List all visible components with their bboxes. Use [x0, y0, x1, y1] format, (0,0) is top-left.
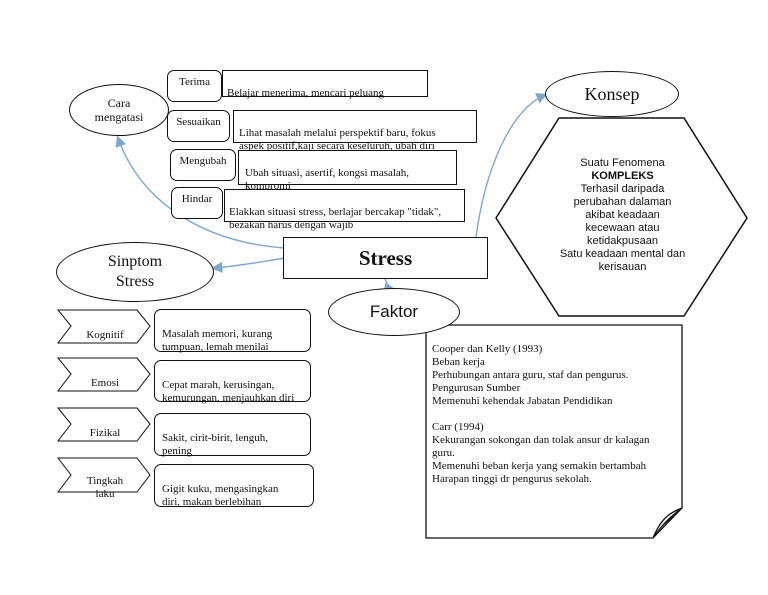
cara-desc-terima: Belajar menerima, mencari peluang: [222, 70, 428, 99]
hexagon-shape: [495, 117, 748, 317]
stress-box: Stress: [283, 237, 488, 279]
konsep-line1: Suatu Fenomena: [580, 157, 665, 169]
chevron-shape: [56, 309, 151, 344]
folded-note-shape: [425, 324, 683, 539]
sinptom-label-tingkah-laku: Tingkah laku: [86, 475, 124, 500]
faktor-ellipse: Faktor: [328, 288, 460, 336]
cara-label-terima: Terima: [167, 70, 222, 102]
sinptom-label-fizikal: Fizikal: [89, 427, 121, 439]
stress-title: Stress: [358, 245, 413, 270]
faktor-item: Perhubungan antara guru, staf dan pengur…: [432, 369, 629, 381]
sinptom-desc-emosi: Cepat marah, kerusingan, kemurungan, men…: [154, 360, 311, 404]
faktor-content: Cooper dan Kelly (1993) Beban kerja Perh…: [432, 343, 677, 486]
sinptom-stress-title: Sinptom Stress: [107, 253, 163, 290]
chevron-shape: [56, 357, 151, 392]
konsep-ellipse: Konsep: [545, 71, 679, 117]
cara-desc-sesuaikan: Lihat masalah melalui perspektif baru, f…: [233, 110, 477, 152]
cara-desc-hindar: Elakkan situasi stress, berlajar bercaka…: [224, 189, 465, 231]
cara-mengatasi-ellipse: Cara mengatasi: [69, 84, 169, 136]
arrow-connector: [475, 93, 548, 238]
cara-label-sesuaikan: Sesuaikan: [167, 110, 230, 142]
konsep-bold: KOMPLEKS: [591, 170, 654, 182]
faktor-item: Harapan tinggi dr pengurus sekolah.: [432, 473, 592, 485]
faktor-item: Memenuhi beban kerja yang semakin bertam…: [432, 460, 647, 472]
faktor-source-1: Cooper dan Kelly (1993): [432, 343, 543, 355]
sinptom-desc-fizikal: Sakit, cirit-birit, lenguh, pening: [154, 413, 311, 457]
arrow-connector: [211, 257, 286, 273]
konsep-text: Suatu Fenomena KOMPLEKS Terhasil daripad…: [540, 157, 705, 274]
faktor-item: Memenuhi kehendak Jabatan Pendidikan: [432, 395, 613, 407]
sinptom-stress-ellipse: Sinptom Stress: [56, 242, 214, 302]
faktor-source-2: Carr (1994): [432, 421, 484, 433]
faktor-title: Faktor: [369, 302, 419, 321]
cara-mengatasi-title: Cara mengatasi: [94, 96, 144, 124]
cara-desc-mengubah: Ubah situasi, asertif, kongsi masalah, k…: [238, 150, 457, 192]
faktor-item: Kekurangan sokongan dan tolak ansur dr k…: [432, 434, 650, 459]
chevron-shape: [56, 457, 151, 493]
cara-label-hindar: Hindar: [171, 187, 223, 219]
sinptom-label-emosi: Emosi: [90, 377, 120, 389]
sinptom-desc-tingkah-laku: Gigit kuku, mengasingkan diri, makan ber…: [154, 464, 314, 508]
cara-label-mengubah: Mengubah: [170, 149, 236, 181]
konsep-title: Konsep: [584, 83, 640, 104]
faktor-item: Beban kerja: [432, 356, 485, 368]
sinptom-desc-kognitif: Masalah memori, kurang tumpuan, lemah me…: [154, 309, 311, 353]
faktor-item: Pengurusan Sumber: [432, 382, 521, 394]
konsep-rest: Terhasil daripada perubahan dalaman akib…: [559, 183, 686, 273]
sinptom-label-kognitif: Kognitif: [86, 329, 124, 341]
chevron-shape: [56, 407, 151, 442]
